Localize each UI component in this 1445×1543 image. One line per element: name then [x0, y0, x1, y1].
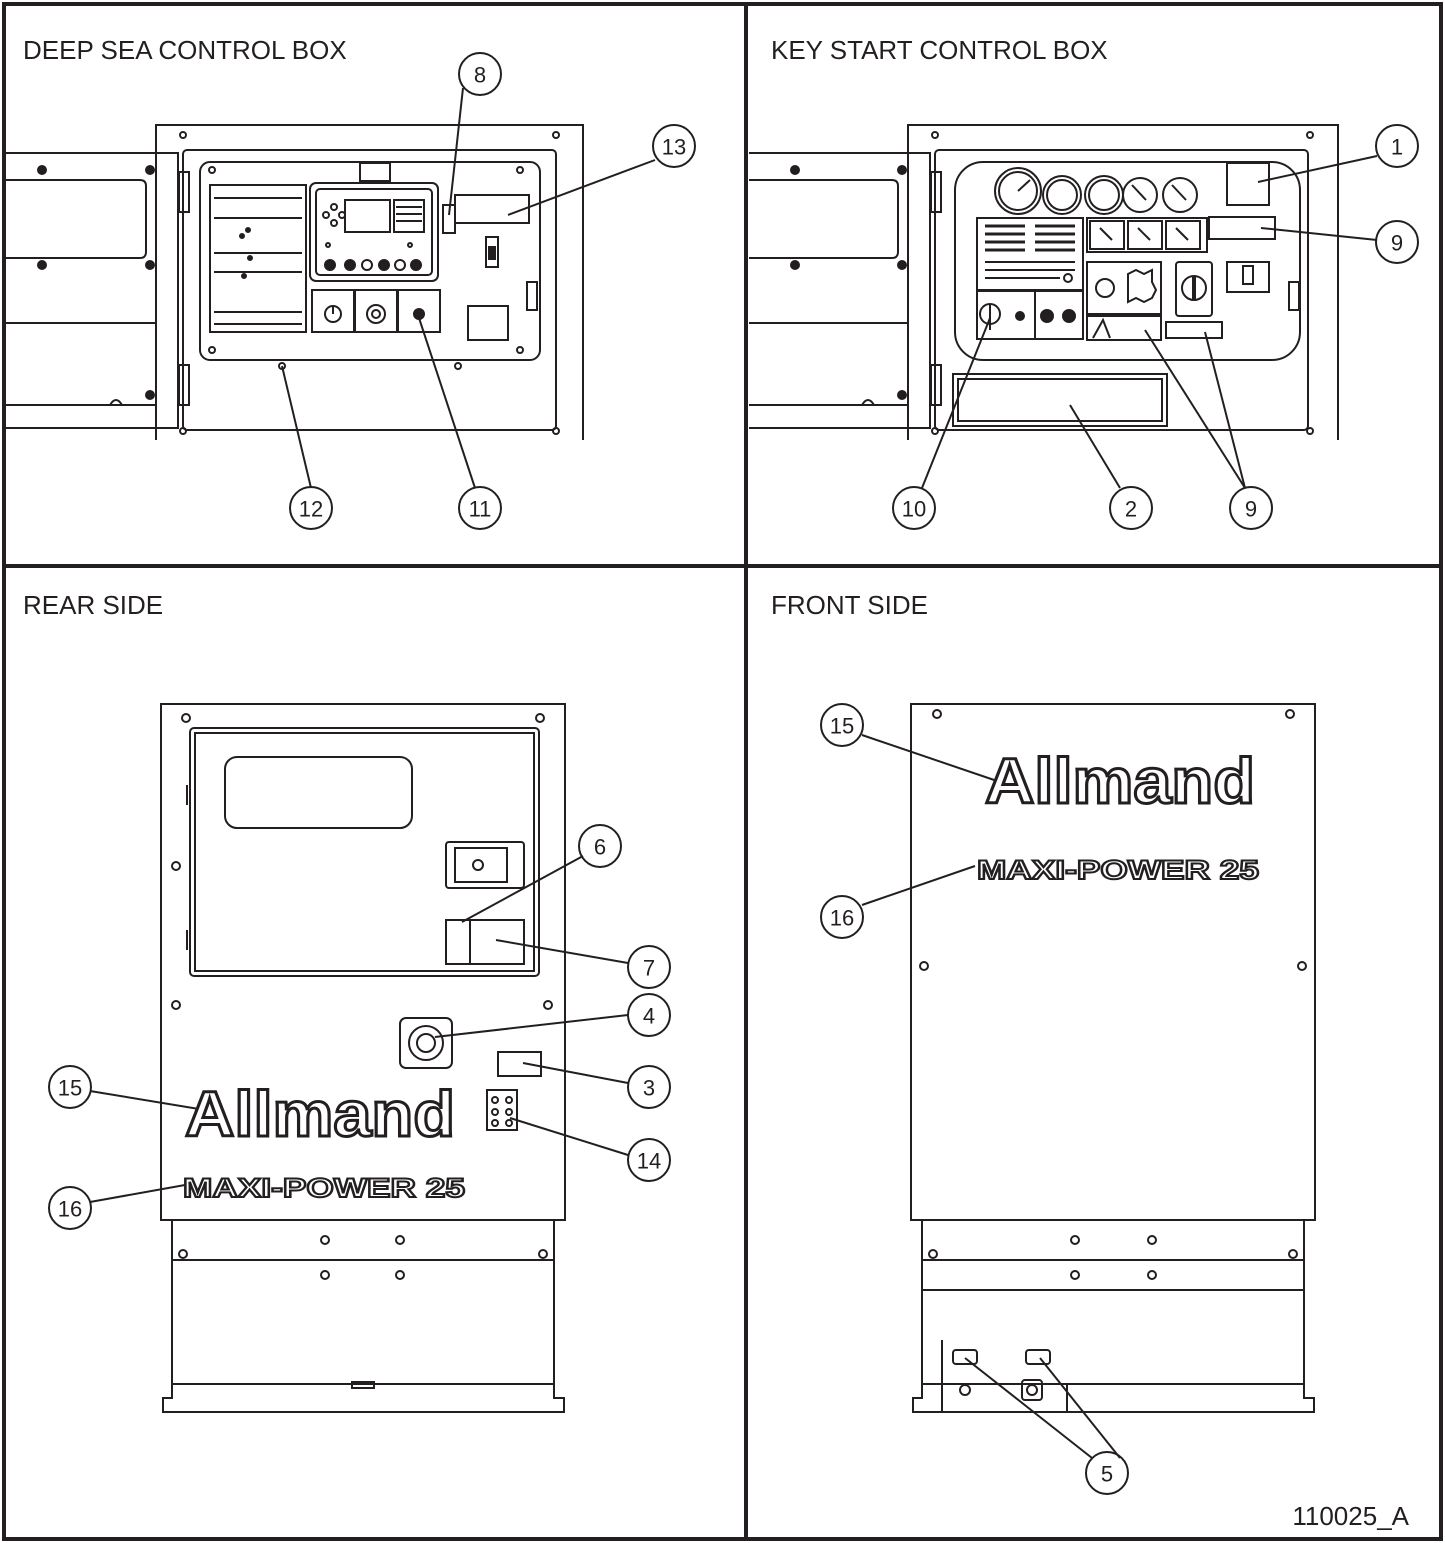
callout-11: 11	[469, 497, 492, 522]
callout-10: 10	[902, 497, 926, 522]
callout-5: 5	[1101, 1462, 1113, 1487]
allmand-logo-front: Allmand	[985, 745, 1255, 817]
callout-8: 8	[474, 63, 486, 88]
callout-6: 6	[594, 835, 606, 860]
callout-4: 4	[643, 1004, 655, 1029]
front-side-panel-title: FRONT SIDE	[771, 590, 928, 620]
callout-9-upper: 9	[1391, 231, 1403, 256]
callout-circles	[48, 52, 1419, 1495]
callout-2: 2	[1125, 497, 1137, 522]
callout-15-front: 15	[830, 714, 854, 739]
callout-1: 1	[1391, 135, 1403, 160]
callout-13: 13	[662, 135, 686, 160]
deep-sea-panel-title: DEEP SEA CONTROL BOX	[23, 35, 347, 65]
key-start-control-box-drawing	[749, 124, 1339, 440]
callout-16-front: 16	[830, 906, 854, 931]
callout-7: 7	[643, 956, 655, 981]
maxi-power-decal-front: MAXI-POWER 25	[977, 855, 1259, 885]
callout-12: 12	[299, 497, 323, 522]
callout-3: 3	[643, 1076, 655, 1101]
callout-15-rear: 15	[58, 1076, 82, 1101]
deep-sea-control-box-drawing	[4, 124, 584, 440]
leader-lines	[89, 87, 1378, 1459]
rear-side-panel-title: REAR SIDE	[23, 590, 163, 620]
document-id: 110025_A	[1292, 1501, 1409, 1531]
maxi-power-decal-rear: MAXI-POWER 25	[183, 1173, 465, 1203]
callout-16-rear: 16	[58, 1197, 82, 1222]
allmand-logo-rear: Allmand	[185, 1078, 455, 1150]
key-start-panel-title: KEY START CONTROL BOX	[771, 35, 1108, 65]
callout-14: 14	[637, 1149, 661, 1174]
callout-9-lower: 9	[1245, 497, 1257, 522]
front-side-drawing	[910, 703, 1316, 1413]
rear-side-drawing	[160, 703, 566, 1413]
